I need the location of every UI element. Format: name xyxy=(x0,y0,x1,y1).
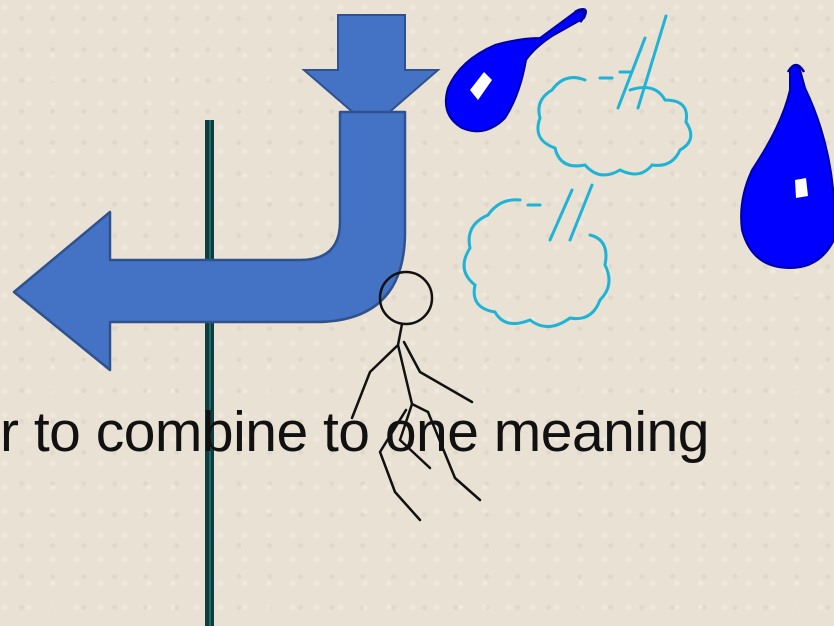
slide-caption: r to combine to one meaning xyxy=(0,404,834,461)
smoke-puff-icon xyxy=(464,185,609,327)
smoke-puff-icon xyxy=(538,16,691,175)
water-drop-icon xyxy=(446,9,586,131)
vertical-divider-highlight xyxy=(209,120,211,626)
water-drop-icon xyxy=(741,65,834,268)
